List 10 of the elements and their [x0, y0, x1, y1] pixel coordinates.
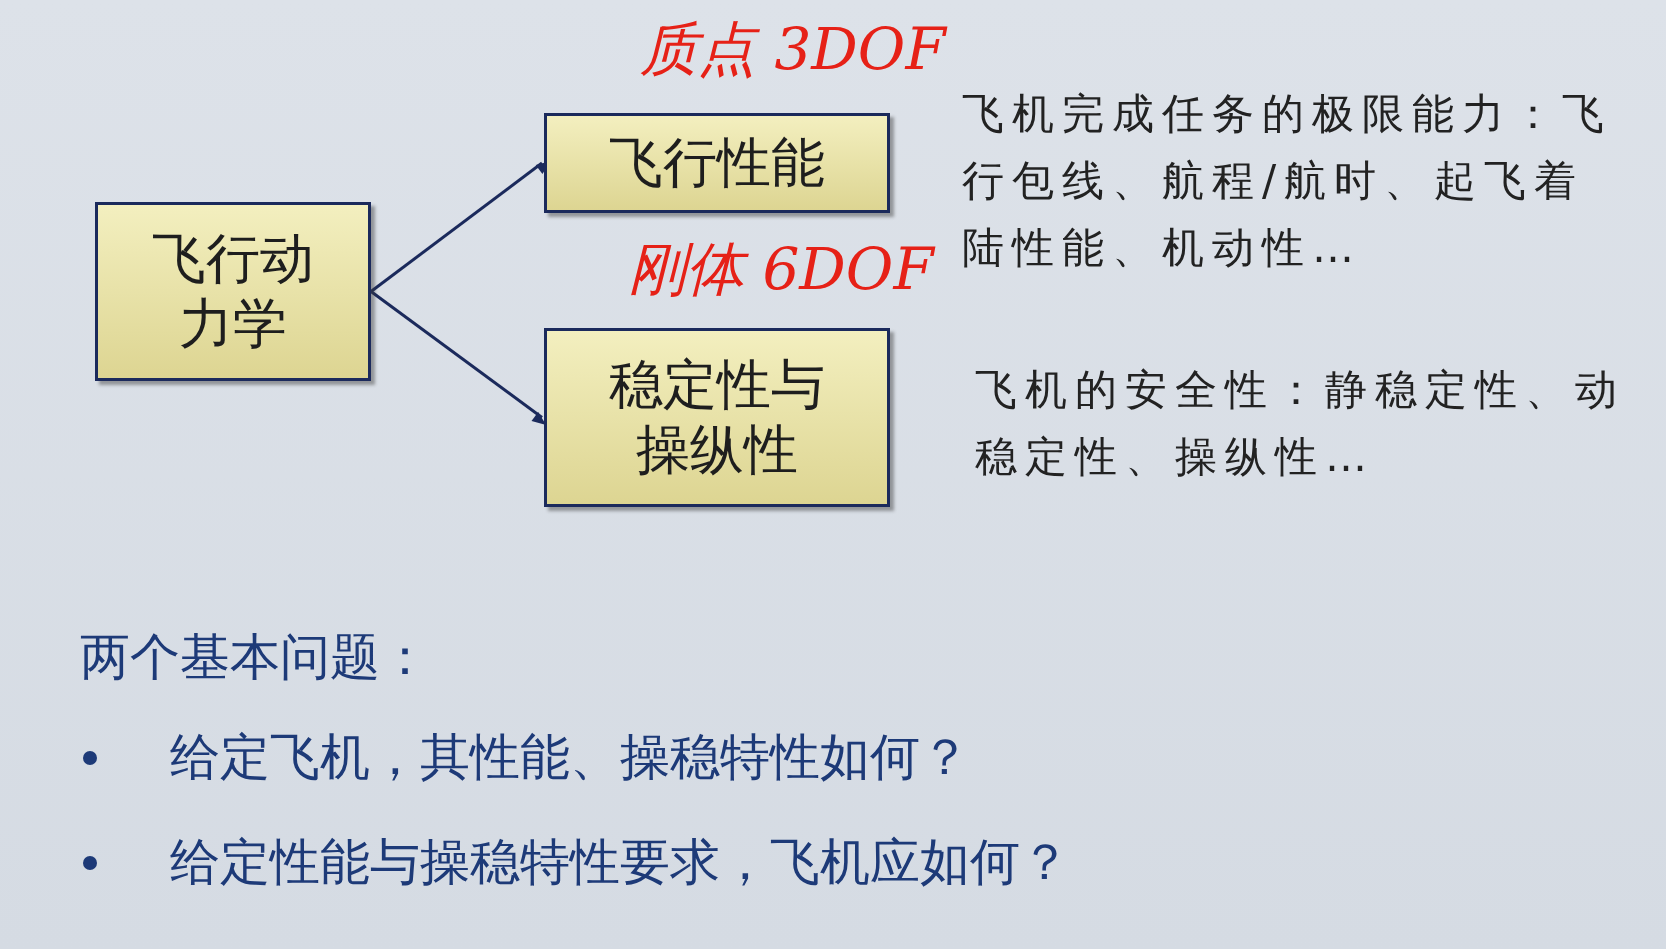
handwritten-note: 质点 3DOF	[640, 14, 949, 85]
heading-text: 两个基本问题：	[80, 627, 431, 688]
process-box: 飞行性能	[544, 113, 890, 213]
bullet-text: 给定飞机，其性能、操稳特性如何？	[170, 727, 971, 788]
process-box: 飞行动力学	[95, 202, 371, 381]
description-text: 飞机完成任务的极限能力：飞行包线、航程/航时、起飞着陆性能、机动性…	[962, 88, 1613, 275]
description-text: 飞机的安全性：静稳定性、动稳定性、操纵性…	[975, 364, 1626, 484]
process-box: 稳定性与操纵性	[544, 328, 890, 507]
bullet-text: 给定性能与操稳特性要求，飞机应如何？	[170, 832, 1071, 893]
handwritten-note: 刚体 6DOF	[628, 234, 937, 305]
